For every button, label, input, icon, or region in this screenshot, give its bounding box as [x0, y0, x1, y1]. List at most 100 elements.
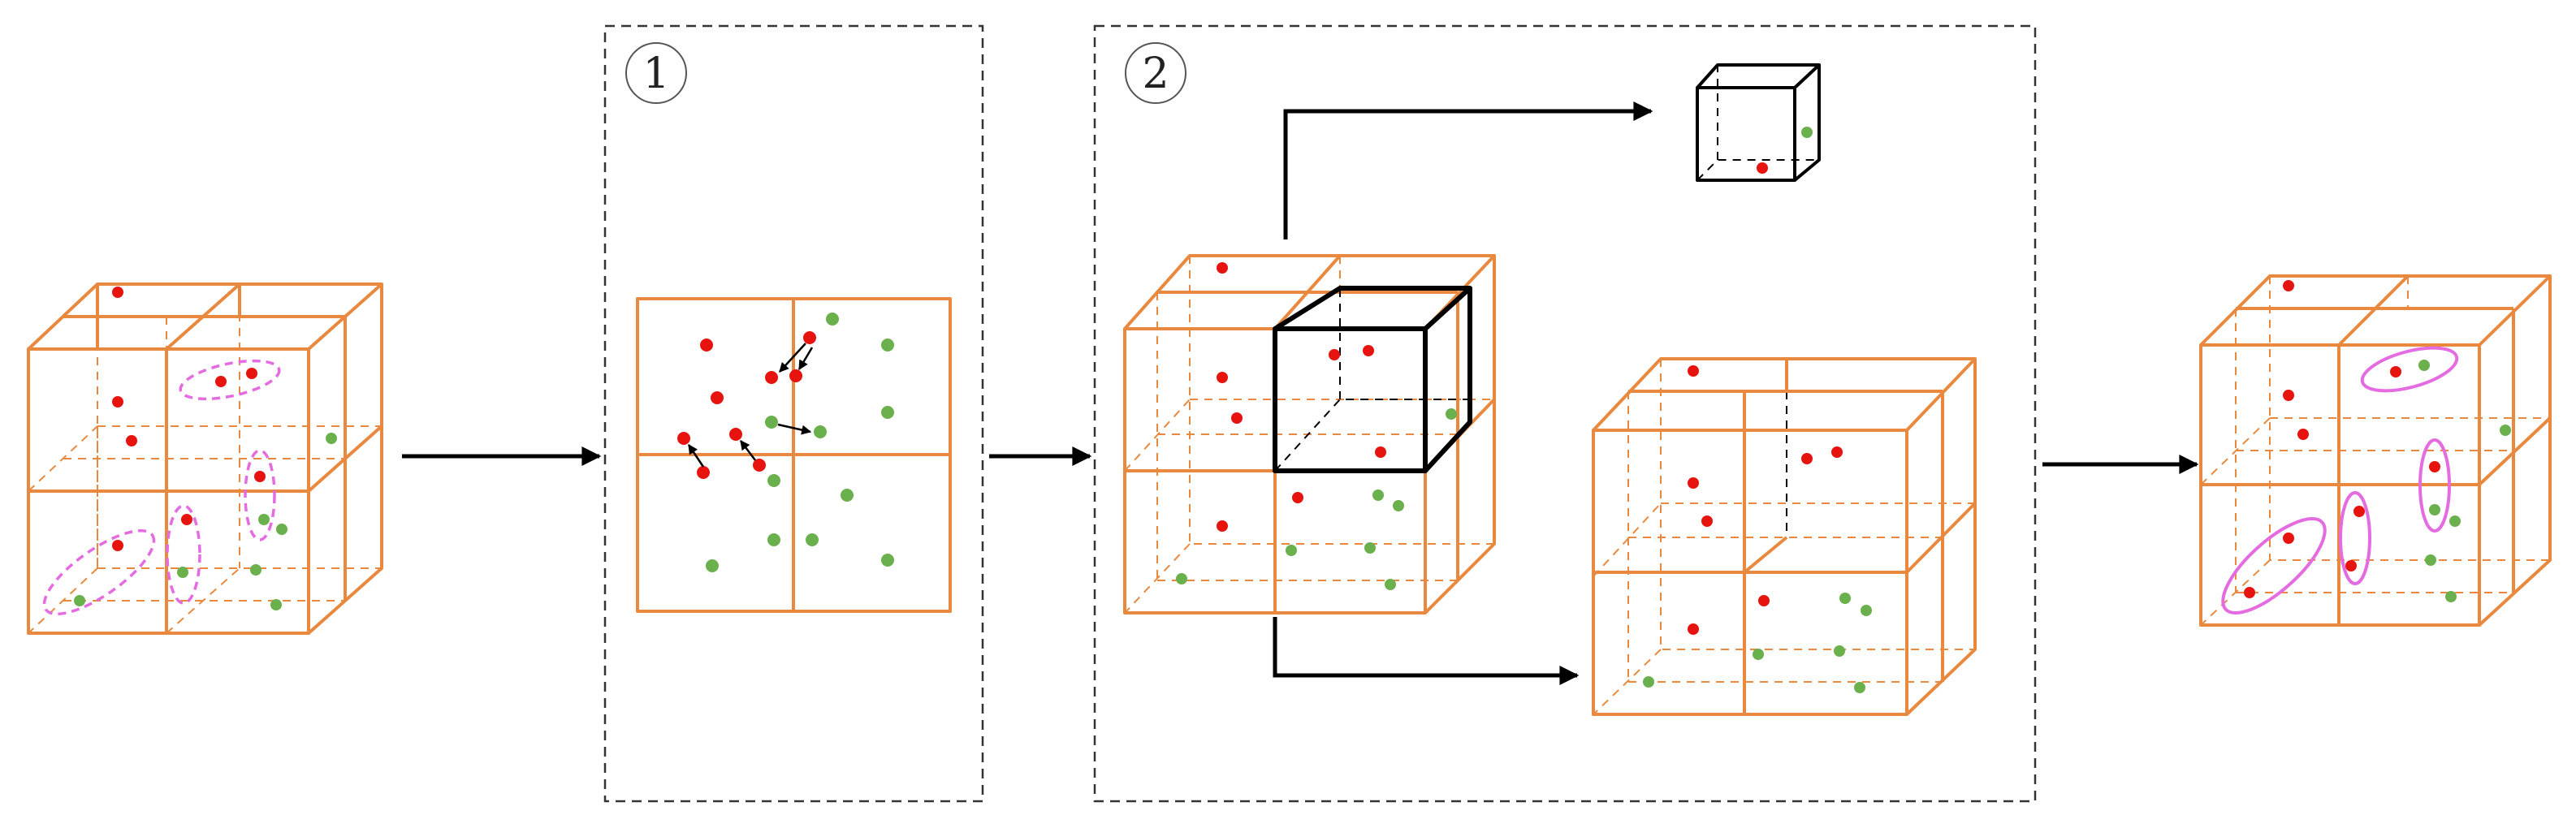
point-red [1688, 623, 1699, 635]
step-1-badge-circle [625, 42, 687, 104]
point-red [1831, 446, 1843, 458]
point-red [697, 466, 710, 479]
step-2-badge-label: 2 [1142, 50, 1169, 98]
point-red [1688, 477, 1699, 489]
point-red [2345, 560, 2357, 571]
step-1-grid [636, 297, 952, 613]
point-red [2353, 506, 2365, 517]
point-red [112, 287, 123, 298]
point-red [753, 459, 766, 472]
step-1-points [677, 313, 894, 572]
point-red [2283, 533, 2294, 544]
point-red [677, 432, 690, 445]
step-2-badge-circle [1125, 42, 1186, 104]
point-red [2390, 366, 2401, 377]
point-red [700, 339, 713, 351]
input-cube-groupings [42, 359, 281, 616]
branch-arrow-up [1283, 101, 1653, 239]
point-red [1701, 515, 1713, 527]
displacement-arrow [779, 343, 806, 373]
point-red [1217, 372, 1228, 383]
grouping-ellipse [166, 504, 201, 605]
output-cube-points [2244, 280, 2511, 602]
point-green [258, 514, 270, 525]
point-green [1286, 545, 1297, 556]
point-red [803, 331, 816, 344]
point-green [270, 599, 282, 610]
remaining-cube-points [1643, 365, 1872, 693]
point-green [841, 489, 854, 502]
point-red [2283, 390, 2294, 401]
point-green [881, 406, 894, 419]
grouping-ellipse [244, 449, 276, 541]
point-green [177, 567, 188, 578]
step-2-panel: 2 [1093, 24, 2037, 803]
point-green [2429, 504, 2440, 515]
point-green [826, 313, 839, 326]
point-red [1758, 595, 1770, 606]
point-red [126, 435, 137, 446]
step-1-badge-label: 1 [642, 50, 669, 98]
point-green [806, 533, 819, 546]
grouping-ellipse [2339, 491, 2371, 585]
point-red [2283, 280, 2294, 291]
point-green [767, 533, 780, 546]
output-octree-cube [2199, 274, 2552, 627]
point-green [276, 524, 287, 535]
point-red [112, 396, 123, 408]
point-red [1217, 262, 1228, 274]
point-red [1363, 345, 1374, 356]
point-green [1446, 408, 1457, 420]
point-red [1375, 446, 1386, 458]
displacement-arrow [740, 440, 756, 461]
point-green [250, 564, 261, 576]
point-green [2425, 554, 2436, 566]
point-red [2297, 429, 2309, 440]
point-green [1834, 645, 1845, 657]
point-red [181, 514, 192, 525]
point-green [767, 474, 780, 487]
point-green [1753, 649, 1764, 660]
point-red [789, 369, 802, 382]
point-red [2244, 587, 2255, 598]
highlighted-cell [1273, 286, 1472, 473]
point-green [1393, 500, 1404, 511]
grouping-ellipse [2360, 346, 2459, 393]
input-octree-cube [27, 282, 383, 635]
step-2-frame [1093, 24, 2037, 803]
point-green [2445, 591, 2457, 602]
grouping-ellipse [42, 528, 156, 616]
point-red [112, 540, 123, 551]
point-green [1861, 605, 1872, 616]
point-green [881, 554, 894, 567]
point-green [1854, 682, 1865, 693]
input-cube-hidden-edges [28, 283, 382, 634]
point-red [1688, 365, 1699, 377]
point-red [215, 376, 227, 387]
point-red [1292, 492, 1303, 503]
point-green [765, 416, 778, 429]
point-red [254, 471, 266, 482]
step-1-panel: 1 [603, 24, 984, 803]
point-green [2500, 425, 2511, 436]
input-cube-edges [27, 282, 383, 635]
point-green [2449, 515, 2461, 527]
point-red [2429, 461, 2440, 472]
output-cube-groupings [2221, 346, 2459, 615]
point-red [1757, 162, 1768, 174]
point-green [1176, 573, 1187, 584]
point-green [1364, 542, 1376, 554]
input-cube-points [74, 287, 337, 610]
point-red [246, 368, 257, 379]
branch-arrow-down [1273, 617, 1580, 685]
grouping-ellipse [2221, 517, 2327, 615]
remaining-cube [1592, 357, 1977, 716]
point-red [765, 371, 778, 384]
point-green [1643, 676, 1654, 688]
displacement-arrow [777, 423, 812, 435]
point-red [1329, 349, 1340, 360]
point-red [1217, 520, 1228, 532]
grouping-ellipse [179, 359, 281, 401]
point-green [1839, 593, 1851, 604]
point-green [2418, 360, 2430, 371]
